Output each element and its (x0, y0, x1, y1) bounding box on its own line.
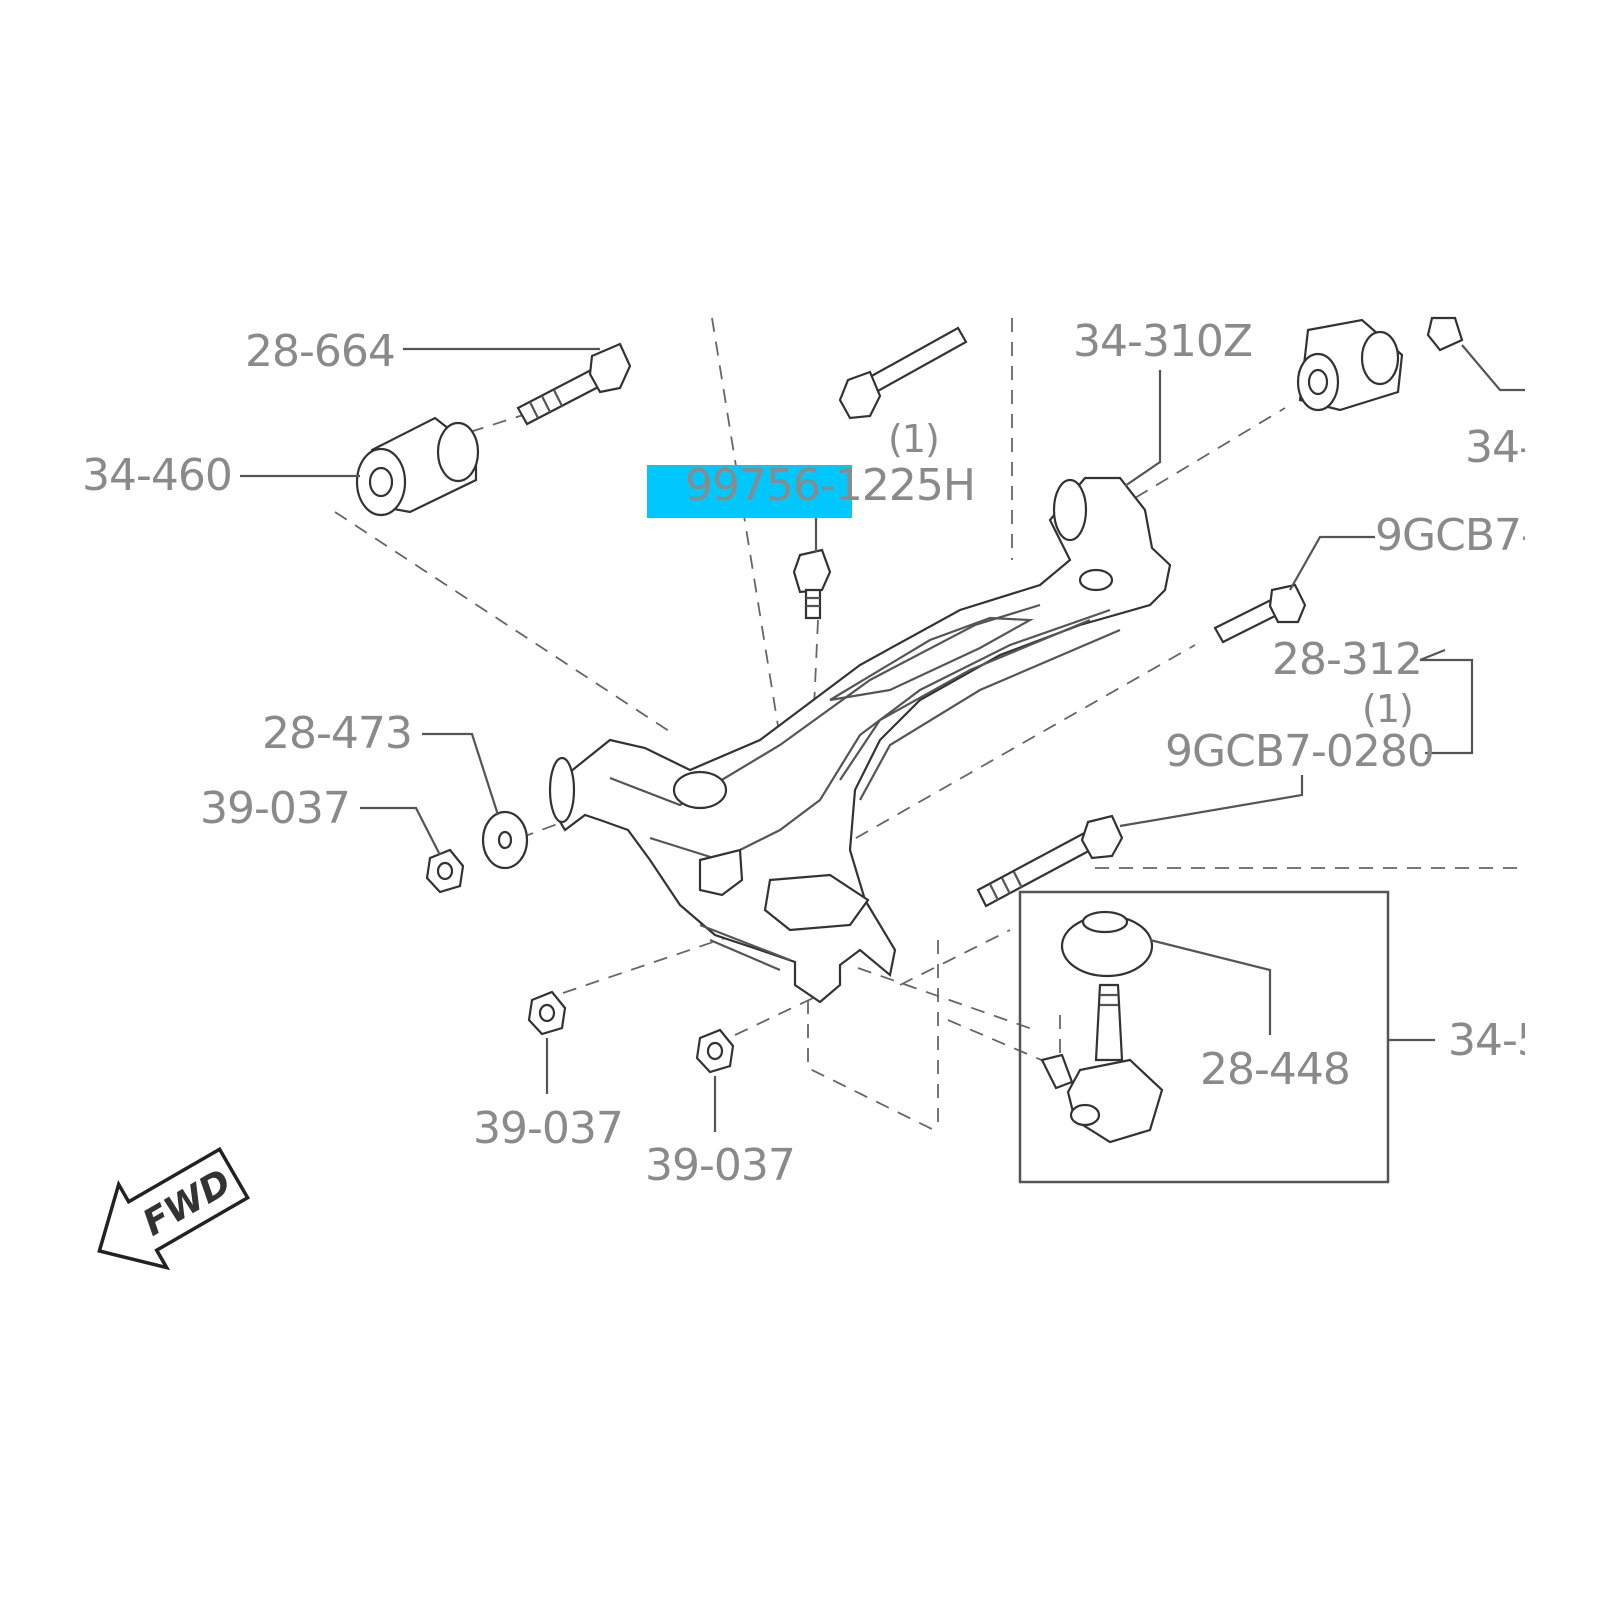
edge-crop-mask (1525, 300, 1600, 1200)
leader-lines (240, 347, 1474, 1132)
bushing-34-310Z (1296, 318, 1404, 412)
arrow-28-312 (1419, 648, 1446, 662)
label-34-310Z: 34-310Z (1073, 316, 1252, 367)
partial-part-top-right (1426, 316, 1535, 392)
label-28-448: 28-448 (1200, 1044, 1350, 1095)
bolt-28-664 (516, 342, 632, 426)
label-39-037-bottom-b: 39-037 (645, 1140, 795, 1191)
washer-28-473 (481, 810, 529, 870)
label-9GCB7-0280: 9GCB7-0280 (1165, 726, 1434, 777)
fwd-arrow-icon: FWD (97, 1146, 251, 1271)
qty-99756: (1) (888, 417, 939, 461)
nut-39-037-bottom-a (527, 990, 567, 1036)
dashed-guide-lines (334, 317, 1535, 1133)
highlight-box (647, 465, 852, 518)
bushing-34-460 (355, 416, 480, 517)
label-39-037-bottom-a: 39-037 (473, 1103, 623, 1154)
label-28-664: 28-664 (245, 326, 395, 377)
qty-28-312: (1) (1362, 687, 1413, 731)
label-28-312: 28-312 (1272, 634, 1422, 685)
label-34-partial: 34- (1465, 422, 1534, 473)
ball-joint-28-448 (1040, 910, 1164, 1144)
lower-control-arm (548, 476, 1172, 1004)
label-34-460: 34-460 (82, 450, 232, 501)
bolt-99756-1225H (792, 548, 832, 620)
nut-39-037-bottom-b (695, 1028, 735, 1074)
bolt-9GCB7-top (1213, 583, 1307, 644)
bolt-9GCB7-0280 (976, 814, 1124, 908)
bolt-top-center (838, 326, 968, 420)
label-9GCB7-partial: 9GCB7- (1375, 510, 1536, 561)
nut-39-037-left (425, 848, 465, 894)
label-39-037-left: 39-037 (200, 783, 350, 834)
label-28-473: 28-473 (262, 708, 412, 759)
label-99756-1225H: 99756-1225H (685, 460, 975, 511)
ball-joint-kit-box (1018, 890, 1390, 1184)
